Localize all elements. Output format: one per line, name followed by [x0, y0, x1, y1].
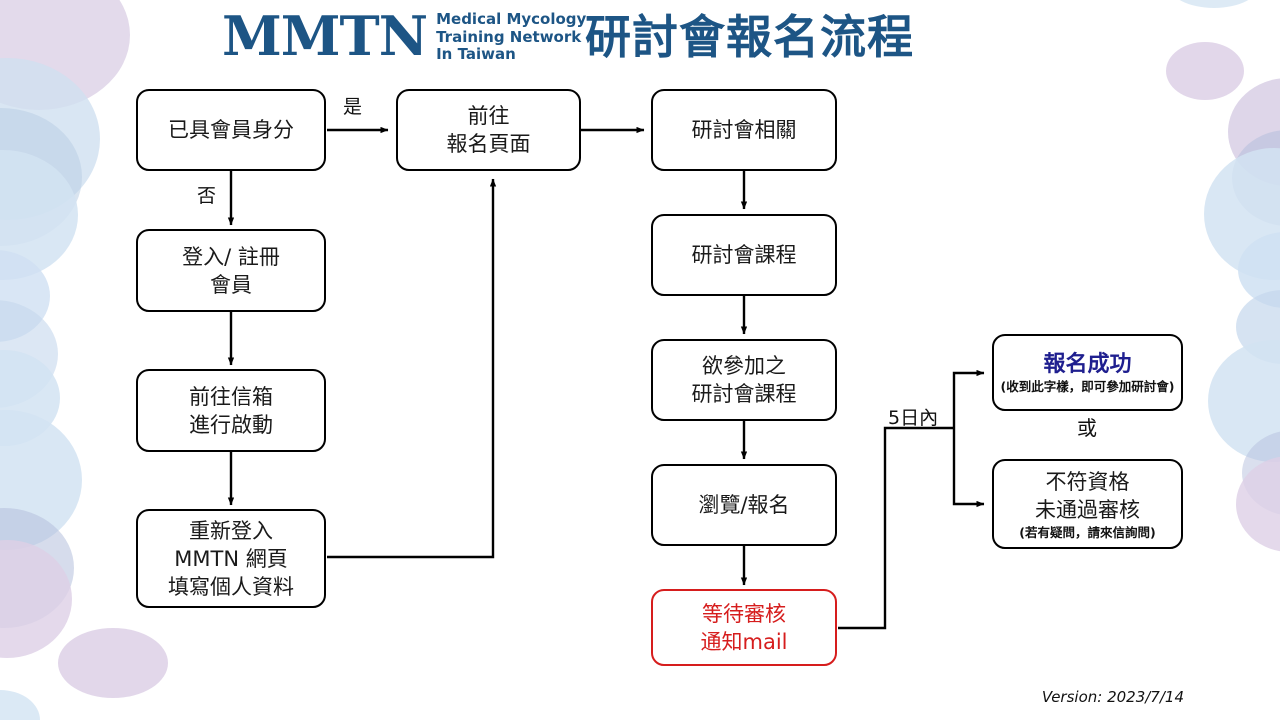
success-title: 報名成功 — [1043, 352, 1132, 377]
node-outcome-success[interactable]: 報名成功 (收到此字樣，即可參加研討會) — [992, 334, 1183, 411]
deco-circle — [1204, 148, 1280, 280]
deco-circle — [1168, 0, 1260, 8]
logo-tagline-line3: In Taiwan — [436, 45, 516, 63]
deco-circle — [0, 108, 82, 246]
page-title: 研討會報名流程 — [585, 10, 914, 64]
deco-circle — [1236, 456, 1280, 552]
fail-line2: 未通過審核 — [1035, 498, 1140, 522]
node-seminar-info[interactable]: 研討會相關 — [651, 89, 837, 171]
logo-tagline-line2: Training Network — [436, 27, 582, 46]
edge-label-yes: 是 — [343, 96, 363, 118]
node-seminar-course[interactable]: 研討會課程 — [651, 214, 837, 296]
mmtn-logo: MMTN Medical Mycology Training Network I… — [222, 8, 586, 64]
node-label: 瀏覽/報名 — [698, 493, 790, 517]
version-stamp: Version: 2023/7/14 — [1041, 688, 1184, 706]
deco-circle — [0, 540, 72, 658]
node-goto-signup[interactable]: 前往 報名頁面 — [396, 89, 581, 171]
fail-note: (若有疑問，請來信詢問) — [1019, 525, 1156, 540]
logo-wordmark: MMTN — [222, 3, 428, 68]
node-label: 已具會員身分 — [168, 118, 294, 142]
deco-circle — [0, 250, 50, 342]
deco-circle — [0, 300, 58, 408]
deco-circle — [1242, 430, 1280, 516]
deco-circle — [1166, 42, 1244, 100]
edge-label-no: 否 — [197, 185, 217, 207]
node-member-check[interactable]: 已具會員身分 — [136, 89, 326, 171]
node-label: 研討會課程 — [691, 243, 797, 267]
deco-circle — [1208, 340, 1280, 462]
deco-circle — [0, 508, 74, 628]
node-label: 研討會相關 — [691, 118, 797, 142]
deco-circle — [1236, 290, 1280, 364]
node-relogin-profile[interactable]: 重新登入 MMTN 網頁 填寫個人資料 — [136, 509, 326, 608]
deco-circle — [58, 628, 168, 698]
deco-circle — [1228, 78, 1280, 186]
node-label: 重新登入 MMTN 網頁 填寫個人資料 — [168, 518, 294, 599]
node-label: 前往 報名頁面 — [446, 104, 531, 156]
fail-line1: 不符資格 — [1045, 470, 1130, 494]
success-note: (收到此字樣，即可參加研討會) — [1000, 379, 1175, 394]
deco-circle — [0, 410, 82, 550]
node-label: 前往信箱 進行啟動 — [189, 384, 273, 437]
deco-circle — [0, 150, 78, 280]
deco-circle — [0, 350, 60, 446]
edge-label-within-five-days: 5日內 — [888, 407, 939, 429]
node-label: 登入/ 註冊 會員 — [182, 244, 280, 297]
node-browse-signup[interactable]: 瀏覽/報名 — [651, 464, 837, 546]
deco-circle — [0, 58, 100, 220]
node-login-register[interactable]: 登入/ 註冊 會員 — [136, 229, 326, 312]
deco-circle — [1232, 130, 1280, 226]
deco-circle — [1238, 232, 1280, 308]
deco-circle — [0, 690, 40, 720]
node-await-review[interactable]: 等待審核 通知mail — [651, 589, 837, 666]
edge-label-or: 或 — [1077, 416, 1097, 440]
deco-circle — [0, 0, 130, 110]
node-outcome-fail[interactable]: 不符資格 未通過審核 (若有疑問，請來信詢問) — [992, 459, 1183, 549]
node-label: 欲參加之 研討會課程 — [691, 354, 797, 406]
node-desired-course[interactable]: 欲參加之 研討會課程 — [651, 339, 837, 421]
node-label: 等待審核 通知mail — [700, 601, 788, 654]
logo-tagline: Medical Mycology Training Network In Tai… — [436, 8, 586, 64]
node-activate-mail[interactable]: 前往信箱 進行啟動 — [136, 369, 326, 452]
logo-tagline-line1: Medical Mycology — [436, 10, 587, 28]
